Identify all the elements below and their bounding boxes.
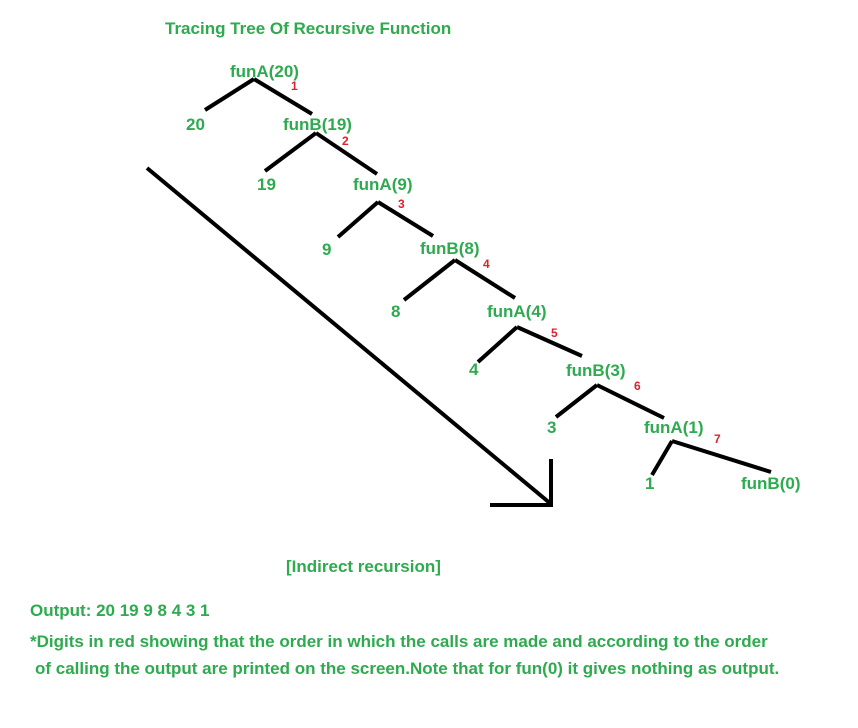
edge-funB3-right — [596, 383, 665, 420]
diagram-title: Tracing Tree Of Recursive Function — [165, 19, 451, 38]
order-number: 7 — [714, 432, 721, 446]
call-node: funB(19) — [283, 115, 352, 134]
order-number: 5 — [551, 326, 558, 340]
output-leaf: 9 — [322, 240, 331, 259]
call-node: funA(4) — [487, 302, 546, 321]
direction-arrow-icon — [145, 166, 553, 507]
call-node: funB(8) — [420, 239, 479, 258]
edge-funB8-right — [453, 258, 517, 300]
edge-funB19-right — [314, 131, 379, 176]
edge-funA4-left — [476, 325, 519, 364]
order-number: 2 — [342, 134, 349, 148]
edge-funB8-left — [402, 258, 457, 302]
output-line: Output: 20 19 9 8 4 3 1 — [30, 601, 210, 620]
call-order-numbers: 1 2 3 4 5 6 7 — [291, 79, 721, 446]
output-leaf: 3 — [547, 418, 556, 437]
edge-funA9-right — [376, 200, 435, 238]
call-node: funA(9) — [353, 175, 412, 194]
tree-edges — [203, 77, 772, 477]
note-line-2: of calling the output are printed on the… — [35, 659, 780, 678]
call-node: funB(3) — [566, 361, 625, 380]
edge-funA1-right — [671, 439, 772, 474]
call-node: funA(1) — [644, 418, 703, 437]
order-number: 6 — [634, 379, 641, 393]
edge-funB19-left — [263, 131, 318, 173]
note-line-1: *Digits in red showing that the order in… — [30, 632, 768, 651]
edge-funA4-right — [516, 325, 583, 358]
output-leaf: 19 — [257, 175, 276, 194]
edge-funA20-left — [203, 77, 256, 112]
edge-funA9-left — [336, 200, 380, 239]
output-leaves: 20 19 9 8 4 3 1 — [186, 115, 654, 493]
call-node: funA(20) — [230, 62, 299, 81]
output-leaf: 20 — [186, 115, 205, 134]
output-leaf: 8 — [391, 302, 400, 321]
output-leaf: 1 — [645, 474, 654, 493]
edge-funB3-left — [554, 383, 599, 419]
diagram-caption: [Indirect recursion] — [286, 557, 441, 576]
order-number: 3 — [398, 197, 405, 211]
order-number: 4 — [483, 257, 490, 271]
call-nodes: funA(20) funB(19) funA(9) funB(8) funA(4… — [230, 62, 800, 493]
order-number: 1 — [291, 79, 298, 93]
edge-funA1-left — [650, 439, 674, 477]
call-node: funB(0) — [741, 474, 800, 493]
edge-funA20-right — [252, 77, 314, 116]
output-leaf: 4 — [469, 360, 479, 379]
